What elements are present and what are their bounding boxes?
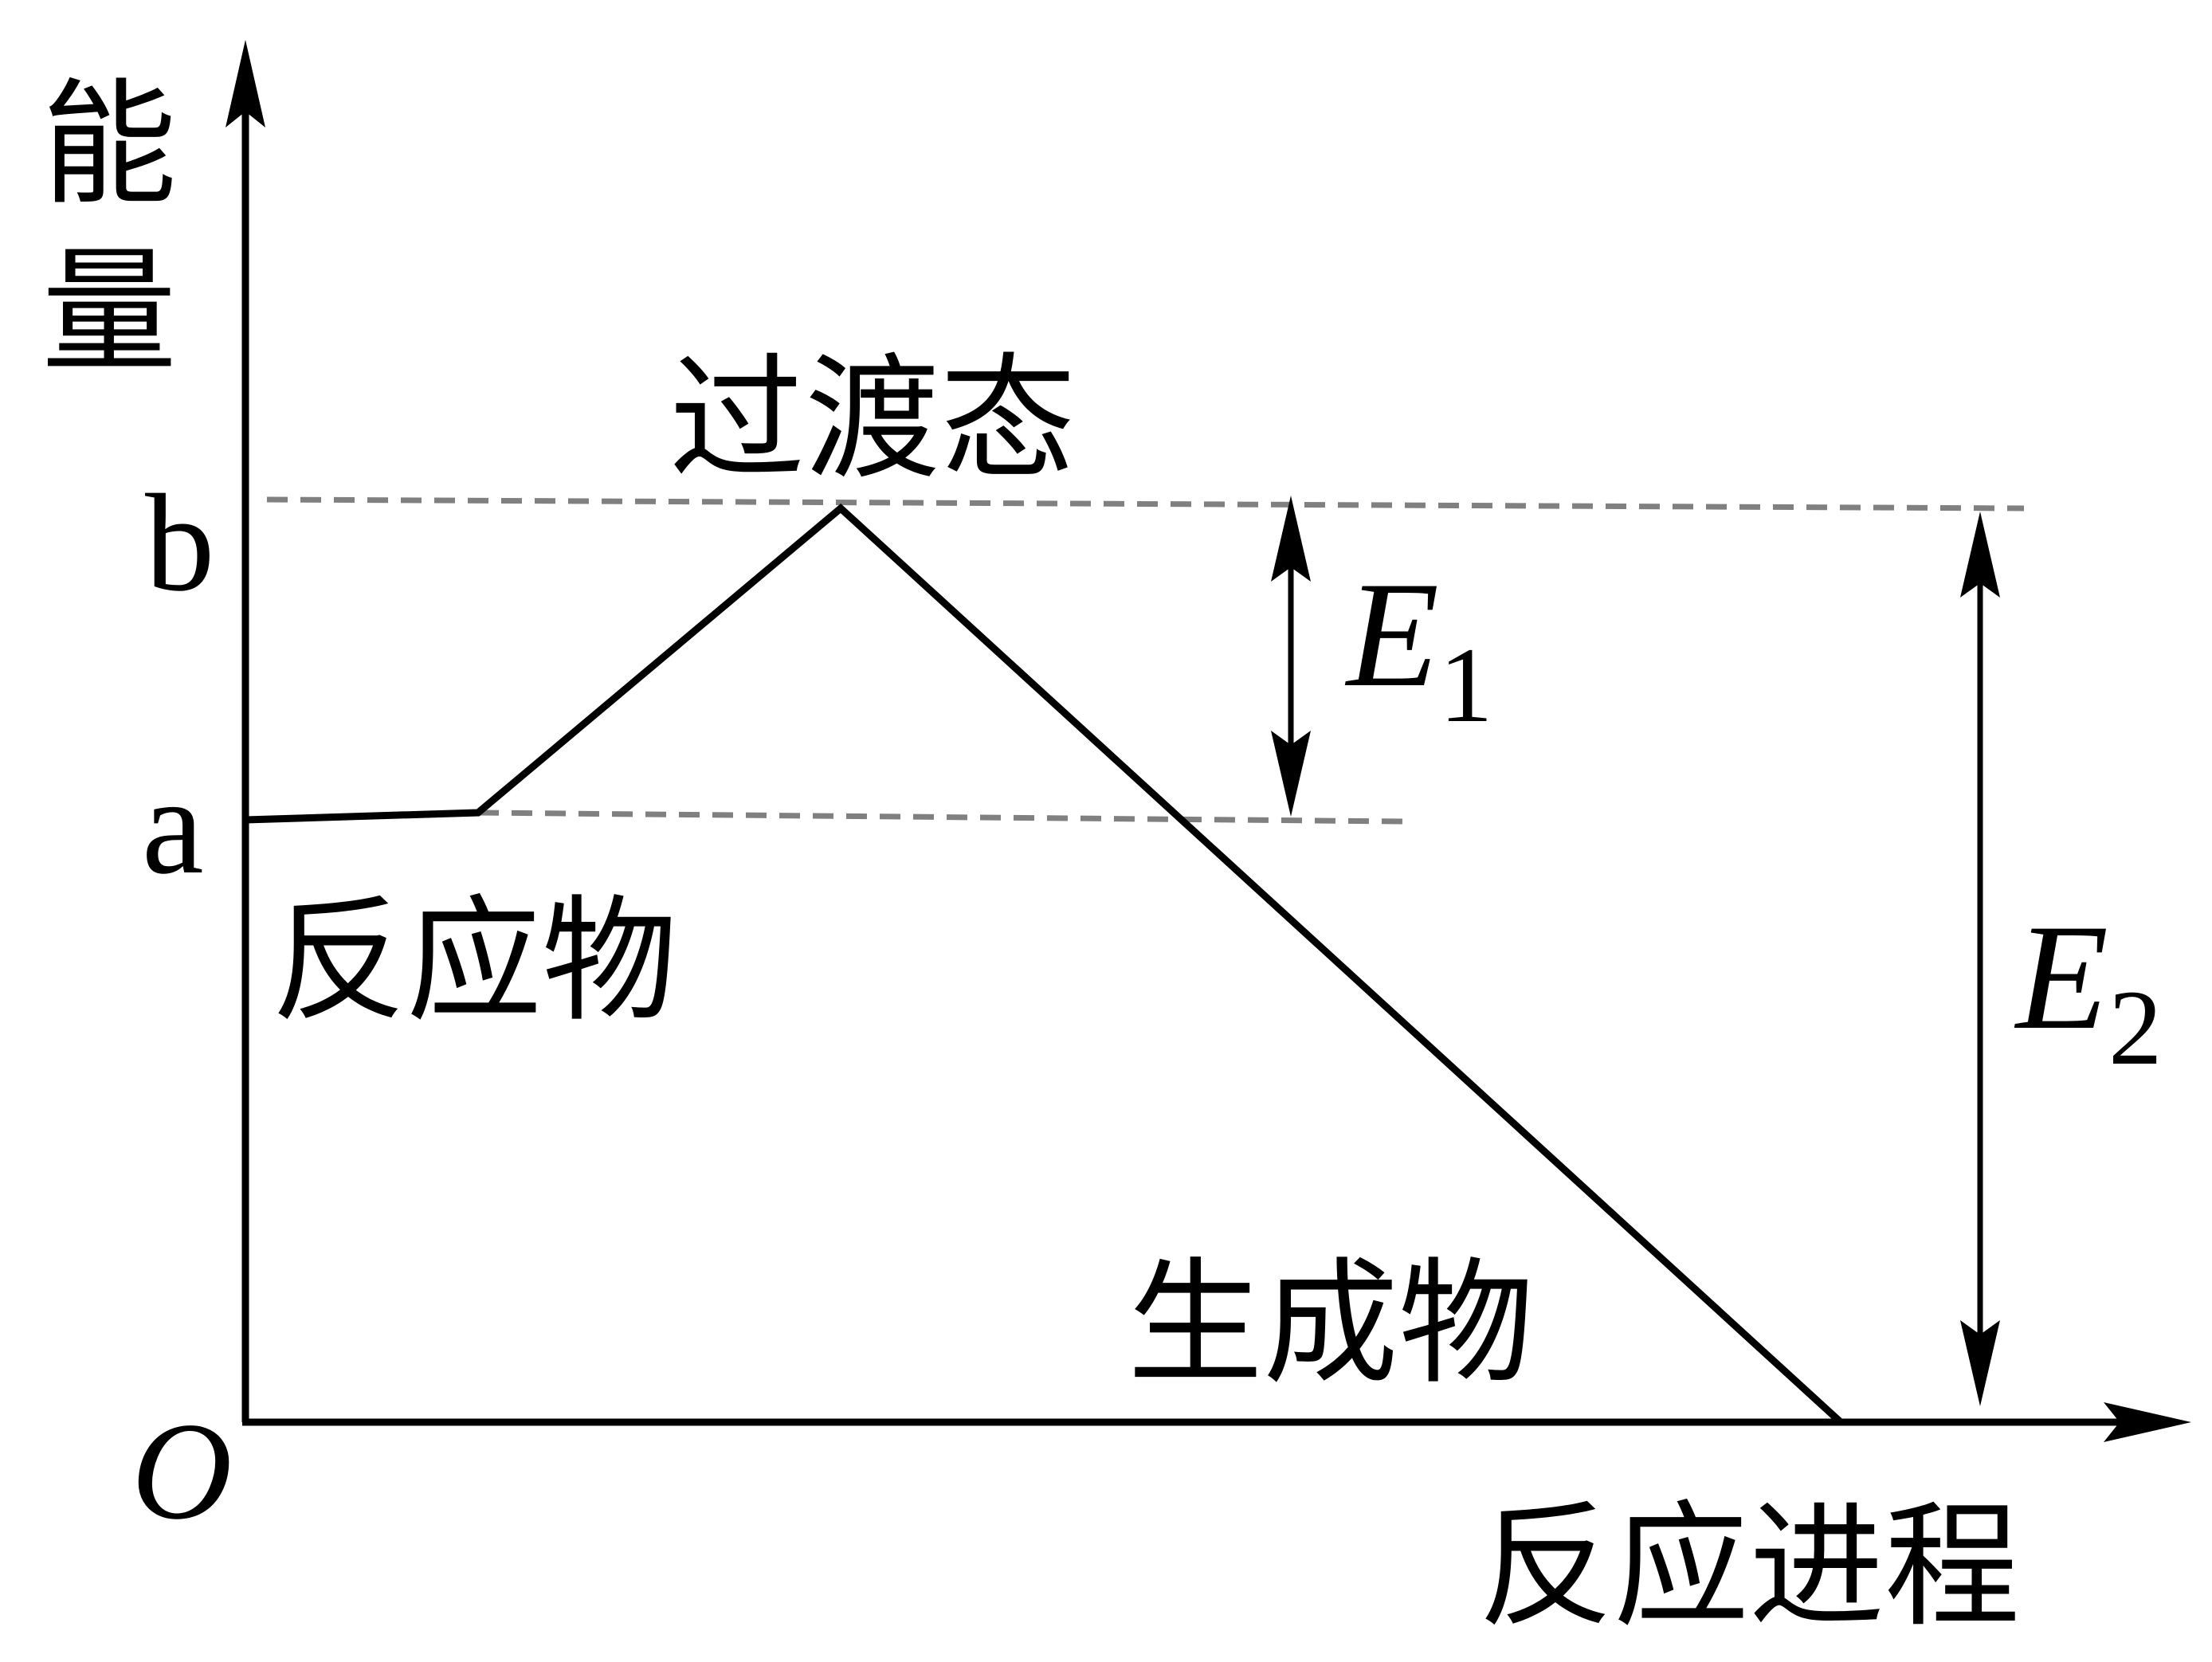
e2-letter: E <box>2014 894 2108 1061</box>
y-axis-arrowhead <box>226 40 265 127</box>
x-axis-label: 反应进程 <box>1478 1488 2020 1646</box>
level-a-dashed-line <box>477 809 1403 825</box>
y-axis-label-line1: 能 <box>41 66 177 224</box>
e1-arrow-top-head <box>1271 496 1311 582</box>
e1-subscript: 1 <box>1439 626 1493 745</box>
level-b-dashed-line <box>266 496 2025 512</box>
e1-arrow-bottom-head <box>1271 731 1311 817</box>
products-label: 生成物 <box>1128 1245 1534 1403</box>
origin-label: O <box>131 1393 232 1548</box>
level-b-label: b <box>145 465 215 620</box>
reactants-label: 反应物 <box>271 883 677 1041</box>
level-a-label: a <box>142 748 204 903</box>
e2-subscript: 2 <box>2108 969 2163 1088</box>
transition-state-label: 过渡态 <box>669 341 1076 499</box>
e2-arrow-top-head <box>1960 512 2000 598</box>
e2-arrow-bottom-head <box>1960 1320 2000 1406</box>
e2-label: E2 <box>2014 894 2163 1088</box>
x-axis-arrowhead <box>2104 1402 2191 1442</box>
e1-label: E1 <box>1344 551 1493 745</box>
y-axis-label-line2: 量 <box>41 233 177 391</box>
e1-letter: E <box>1344 551 1439 719</box>
reaction-energy-curve <box>245 504 1844 1425</box>
